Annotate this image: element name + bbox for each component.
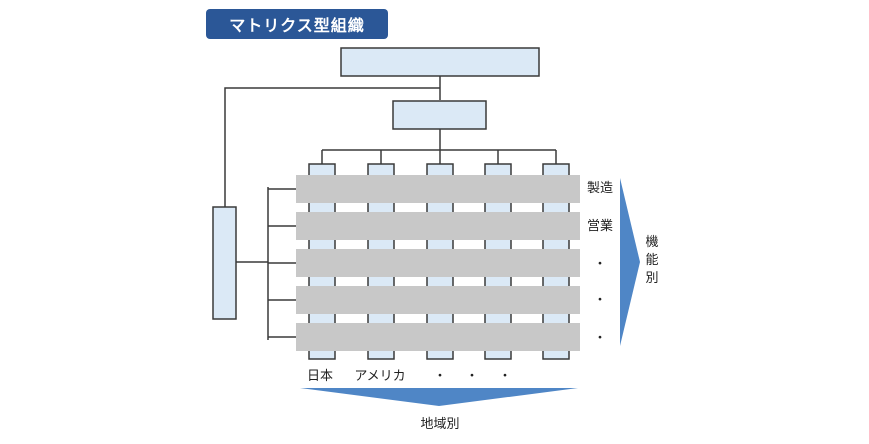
- region-axis-arrow: [300, 388, 578, 406]
- function-label: ・: [593, 293, 606, 308]
- function-label: 営業: [587, 218, 613, 234]
- region-label: アメリカ: [354, 369, 405, 384]
- title-badge: マトリクス型組織: [206, 9, 388, 39]
- region-label: ・: [465, 369, 478, 384]
- row-tick-lines: [268, 188, 296, 338]
- function-band: [296, 323, 580, 351]
- function-axis-label: 機 能 別: [645, 235, 658, 286]
- function-band: [296, 286, 580, 314]
- region-label: ・: [498, 369, 511, 384]
- region-label: 日本: [307, 369, 333, 384]
- connector-top-to-left-box: [224, 87, 440, 207]
- function-label: ・: [593, 257, 606, 272]
- function-labels: 製造 営業 ・ ・ ・: [587, 181, 613, 346]
- function-band: [296, 212, 580, 240]
- function-label: 製造: [587, 181, 613, 196]
- region-labels: 日本 アメリカ ・ ・ ・: [307, 369, 512, 384]
- column-drop-lines: [321, 150, 557, 164]
- function-label: ・: [593, 331, 606, 346]
- region-axis-label: 地域別: [420, 417, 459, 432]
- left-vertical-box: [212, 206, 237, 320]
- function-bands: [296, 175, 580, 351]
- page-title: マトリクス型組織: [229, 16, 365, 35]
- top-management-box: [340, 47, 540, 77]
- function-band: [296, 249, 580, 277]
- function-axis-char: 別: [645, 271, 658, 286]
- function-band: [296, 175, 580, 203]
- function-axis-char: 機: [645, 235, 658, 250]
- second-level-box: [392, 100, 487, 130]
- region-label: ・: [433, 369, 446, 384]
- function-axis-char: 能: [645, 253, 658, 268]
- function-axis-arrow: [620, 178, 640, 346]
